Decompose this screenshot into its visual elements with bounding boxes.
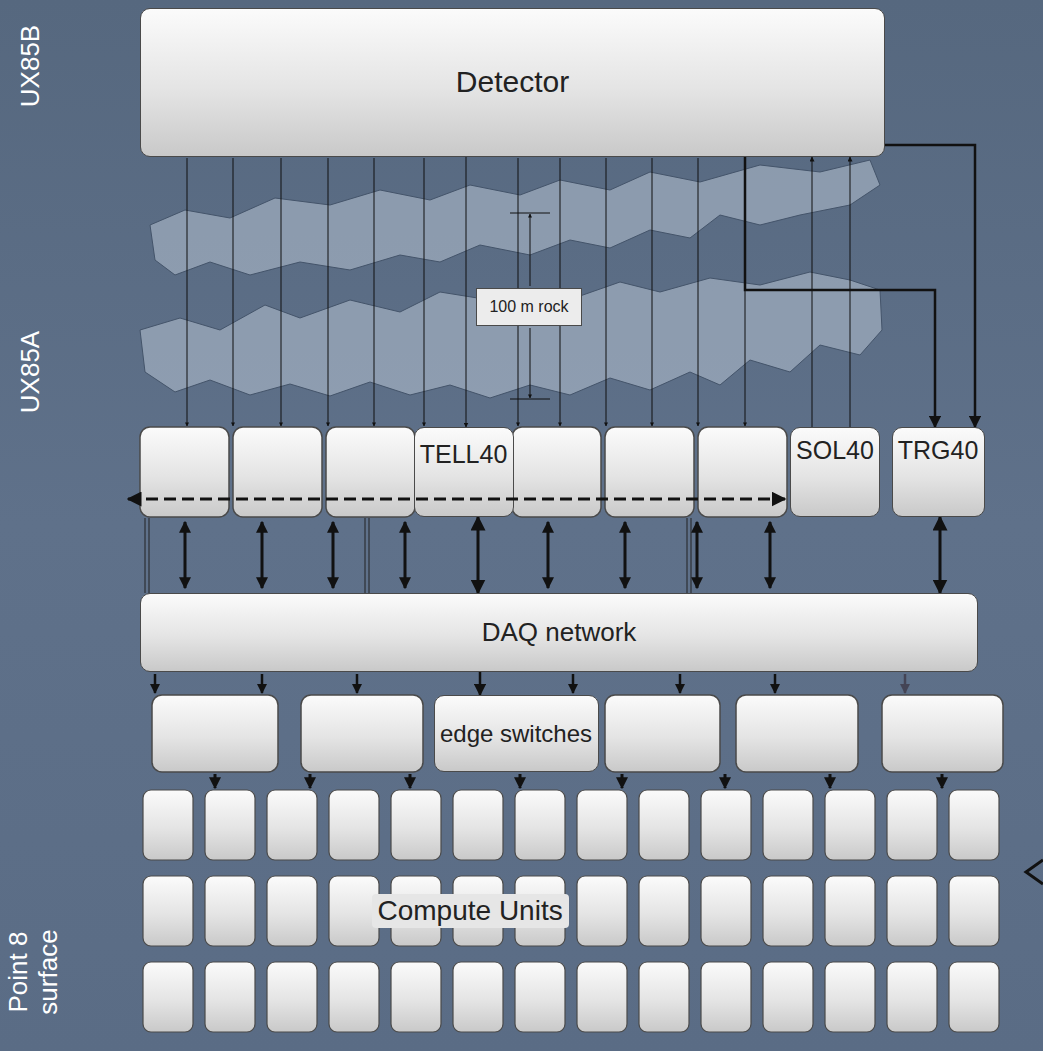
compute-unit: [887, 876, 937, 946]
connector: [850, 157, 851, 427]
compute-unit: [949, 876, 999, 946]
connector: [745, 157, 935, 427]
compute-unit: [825, 876, 875, 946]
location-label: Point 8 surface: [3, 902, 63, 1042]
compute-unit: [267, 790, 317, 860]
node-label: TRG40: [898, 436, 979, 465]
location-label: UX85B: [15, 25, 45, 107]
rock-label-box: 100 m rock: [476, 288, 582, 326]
compute-unit: [639, 876, 689, 946]
readout-board: TELL40: [414, 427, 514, 517]
compute-unit: [887, 790, 937, 860]
compute-unit: [515, 962, 565, 1032]
compute-unit: [887, 962, 937, 1032]
network-box: DAQ network: [140, 593, 978, 672]
compute-unit: [763, 876, 813, 946]
compute-unit: [763, 962, 813, 1032]
connector: [466, 157, 467, 427]
network-down-arrows: [155, 674, 775, 693]
node-label: Detector: [456, 65, 569, 100]
compute-unit: [453, 790, 503, 860]
side-arrow: [1026, 860, 1043, 884]
switch-box: edge switches: [434, 695, 599, 772]
location-label: UX85A: [15, 331, 45, 413]
connector: [812, 157, 813, 427]
compute-unit: [267, 962, 317, 1032]
compute-unit: [453, 962, 503, 1032]
compute-unit: [143, 962, 193, 1032]
compute-unit: [577, 790, 627, 860]
readout-boxes: [140, 427, 787, 517]
switch-boxes: [152, 695, 1003, 772]
compute-unit: [391, 790, 441, 860]
node-label: TELL40: [420, 440, 508, 469]
compute-unit: [949, 790, 999, 860]
parallel-wires: [145, 518, 691, 593]
connector: [939, 517, 942, 593]
compute-unit: [267, 876, 317, 946]
trigger-board: TRG40: [892, 427, 985, 517]
node-label: SOL40: [796, 436, 874, 465]
compute-unit: [577, 962, 627, 1032]
compute-unit: [515, 790, 565, 860]
node-label: 100 m rock: [489, 298, 568, 316]
compute-unit: [143, 876, 193, 946]
trigger-down-arrow: [904, 674, 907, 693]
group-label: Compute Units: [372, 894, 569, 928]
compute-unit: [639, 790, 689, 860]
compute-unit: [639, 962, 689, 1032]
compute-unit: [577, 876, 627, 946]
detector-box: Detector: [140, 8, 885, 157]
compute-unit: [701, 876, 751, 946]
rock-band: [140, 160, 882, 398]
node-label: edge switches: [440, 720, 592, 748]
compute-unit: [205, 790, 255, 860]
compute-unit: [205, 962, 255, 1032]
farm-arrows: [215, 774, 942, 788]
connector: [479, 672, 482, 695]
compute-unit: [143, 790, 193, 860]
compute-unit: [825, 962, 875, 1032]
compute-unit: [825, 790, 875, 860]
compute-unit-grid: [143, 790, 999, 1032]
connector: [477, 517, 480, 593]
control-board: SOL40: [790, 427, 880, 517]
compute-unit: [701, 790, 751, 860]
compute-unit: [329, 790, 379, 860]
compute-unit: [701, 962, 751, 1032]
connector: [885, 145, 975, 427]
node-label: DAQ network: [482, 618, 637, 648]
feed-lines: [187, 158, 745, 426]
compute-unit: [205, 876, 255, 946]
compute-unit: [329, 962, 379, 1032]
compute-unit: [949, 962, 999, 1032]
compute-unit: [391, 962, 441, 1032]
compute-unit: [763, 790, 813, 860]
